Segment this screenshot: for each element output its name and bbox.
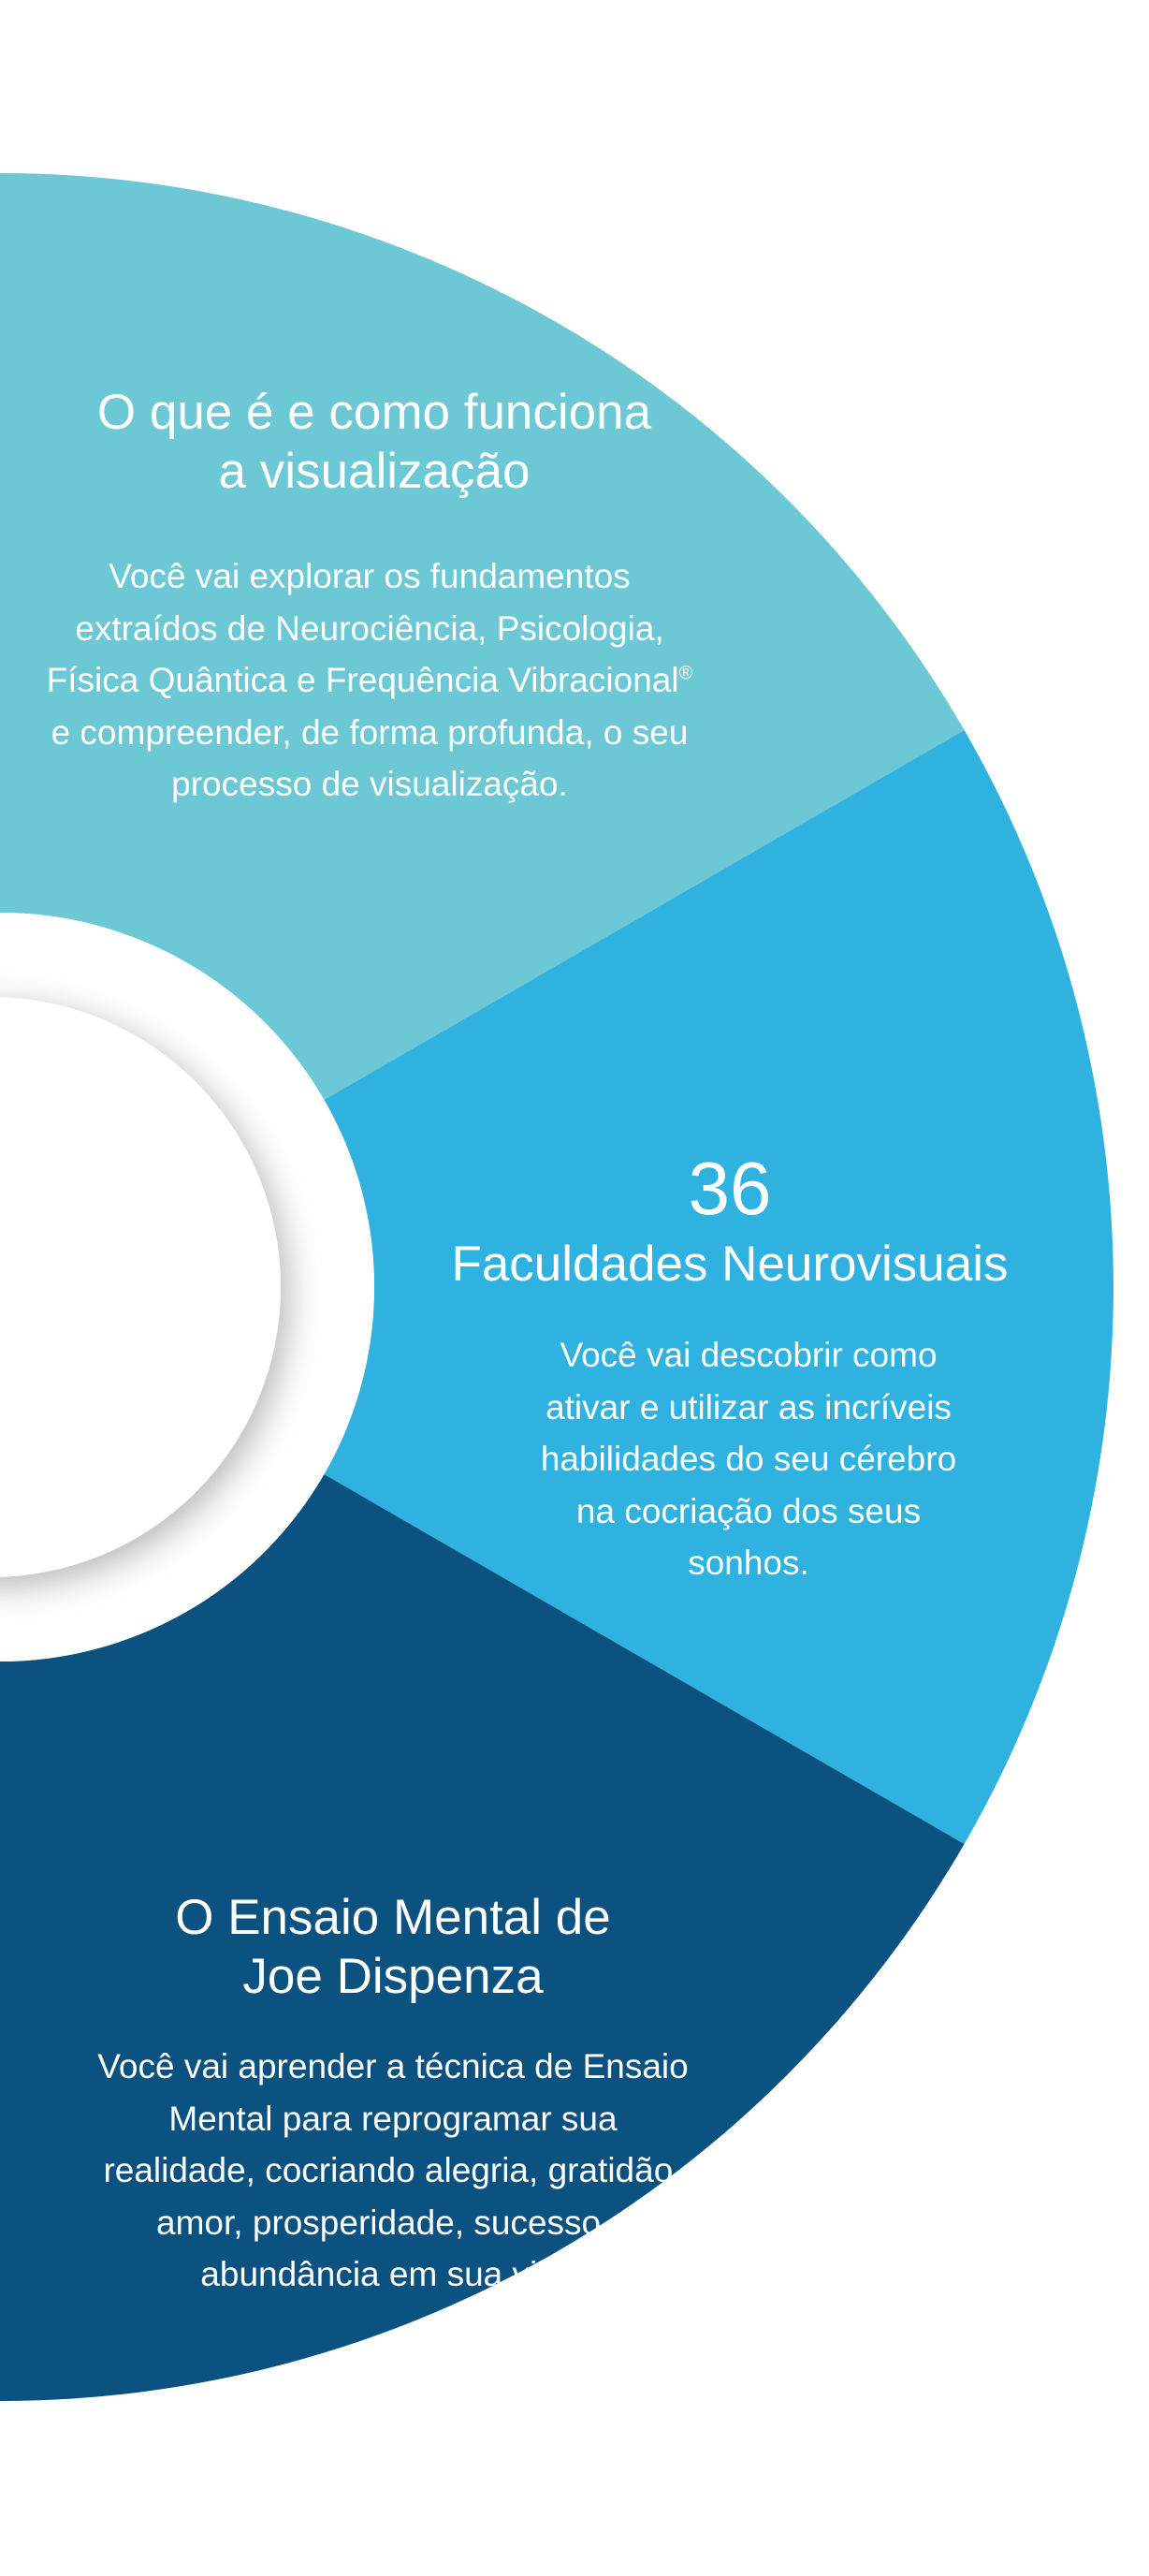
segment-2-description: Você vai descobrir como ativar e utiliza…	[540, 1336, 957, 1582]
segment-1-description-end: e compreender, de forma profunda, o seu …	[51, 712, 689, 804]
segment-3-title: O Ensaio Mental de Joe Dispenza	[175, 1890, 611, 2004]
segment-neurovisual-faculties	[324, 730, 1113, 1844]
segment-2-number: 36	[688, 1147, 772, 1230]
segment-3-description: Você vai aprender a técnica de Ensaio Me…	[97, 2047, 689, 2293]
segment-2-title: Faculdades Neurovisuais	[451, 1237, 1009, 1292]
segment-1-title: O que é e como funciona a visualização	[96, 385, 652, 499]
segment-mental-rehearsal	[0, 1474, 965, 2401]
segment-1-description-text: Você vai explorar os fundamentos extraíd…	[46, 557, 679, 699]
segment-1-description: Você vai explorar os fundamentos extraíd…	[9, 550, 730, 811]
inner-shadow-disc	[0, 997, 281, 1577]
registered-mark: ®	[678, 663, 693, 684]
segment-visualization	[0, 173, 965, 1100]
